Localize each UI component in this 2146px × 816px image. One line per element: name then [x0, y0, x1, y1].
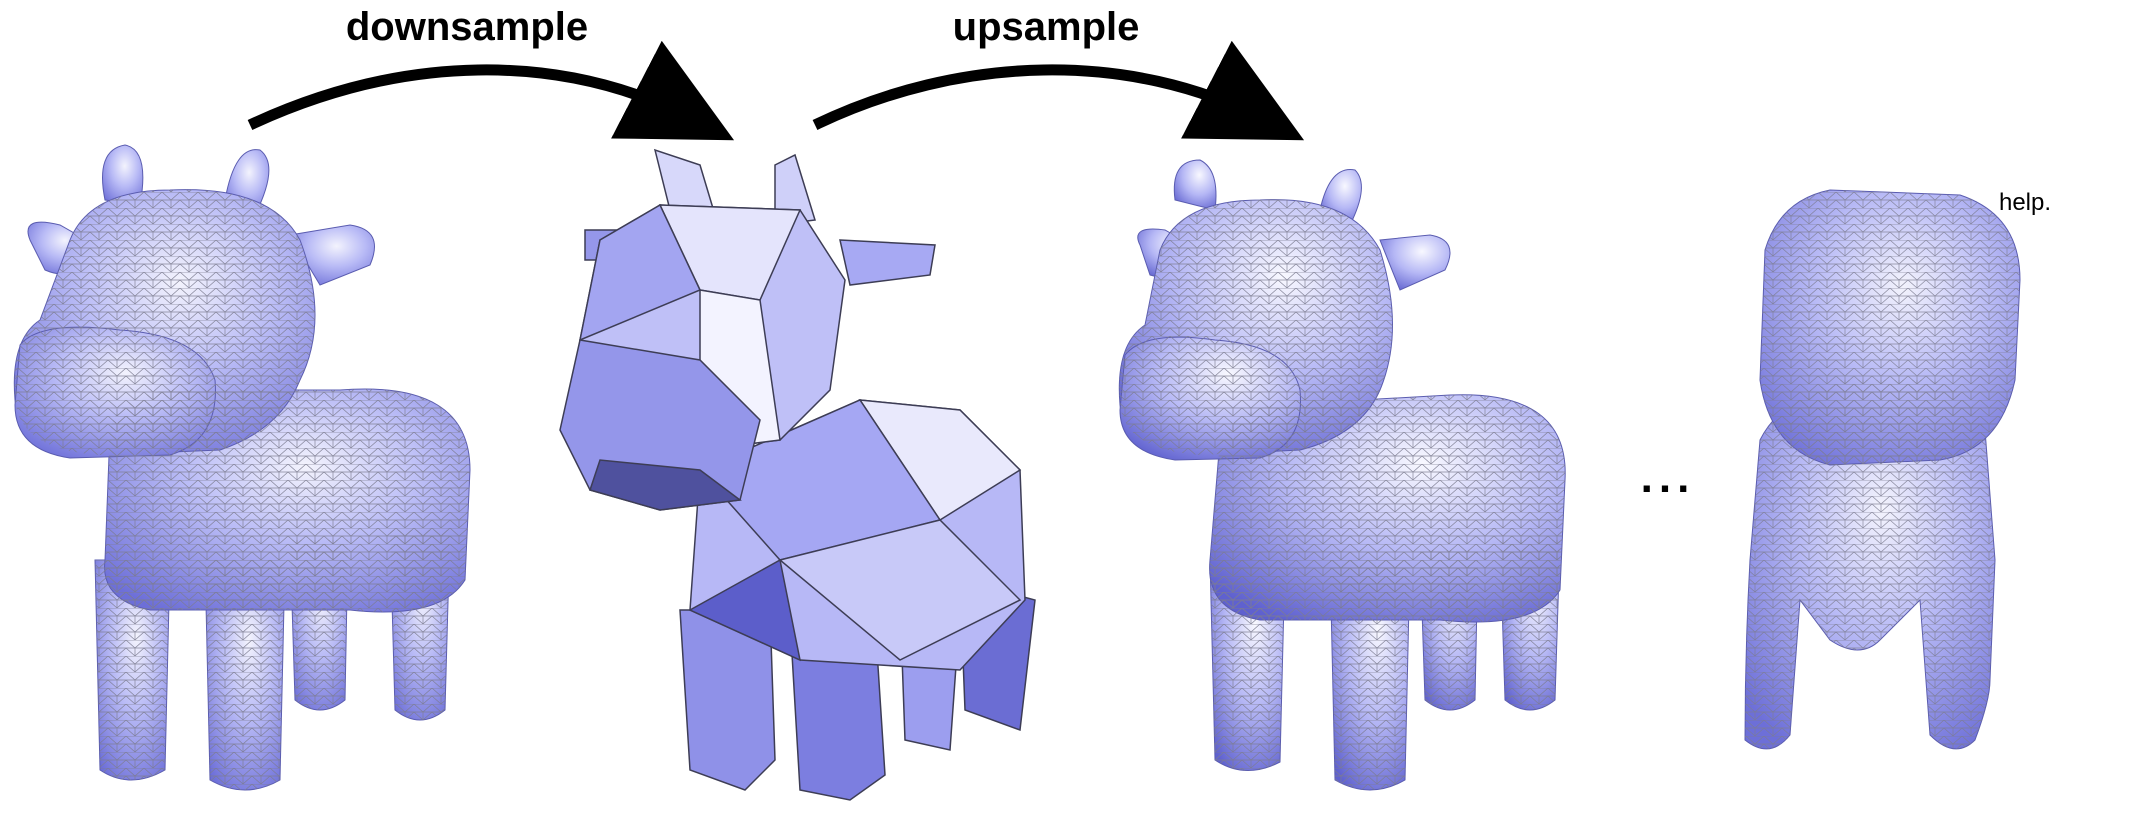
upsample-label: upsample — [953, 5, 1140, 49]
help-note: help. — [1999, 189, 2051, 216]
downsample-arrow — [247, 40, 735, 141]
upsample-arrow — [812, 40, 1305, 141]
cow-downsampled — [559, 148, 1036, 801]
cow-distorted — [1744, 189, 2021, 750]
ellipsis: ... — [1641, 453, 1696, 502]
cow-original — [13, 144, 471, 791]
cow-upsampled — [1118, 159, 1566, 791]
downsample-label: downsample — [346, 5, 588, 49]
